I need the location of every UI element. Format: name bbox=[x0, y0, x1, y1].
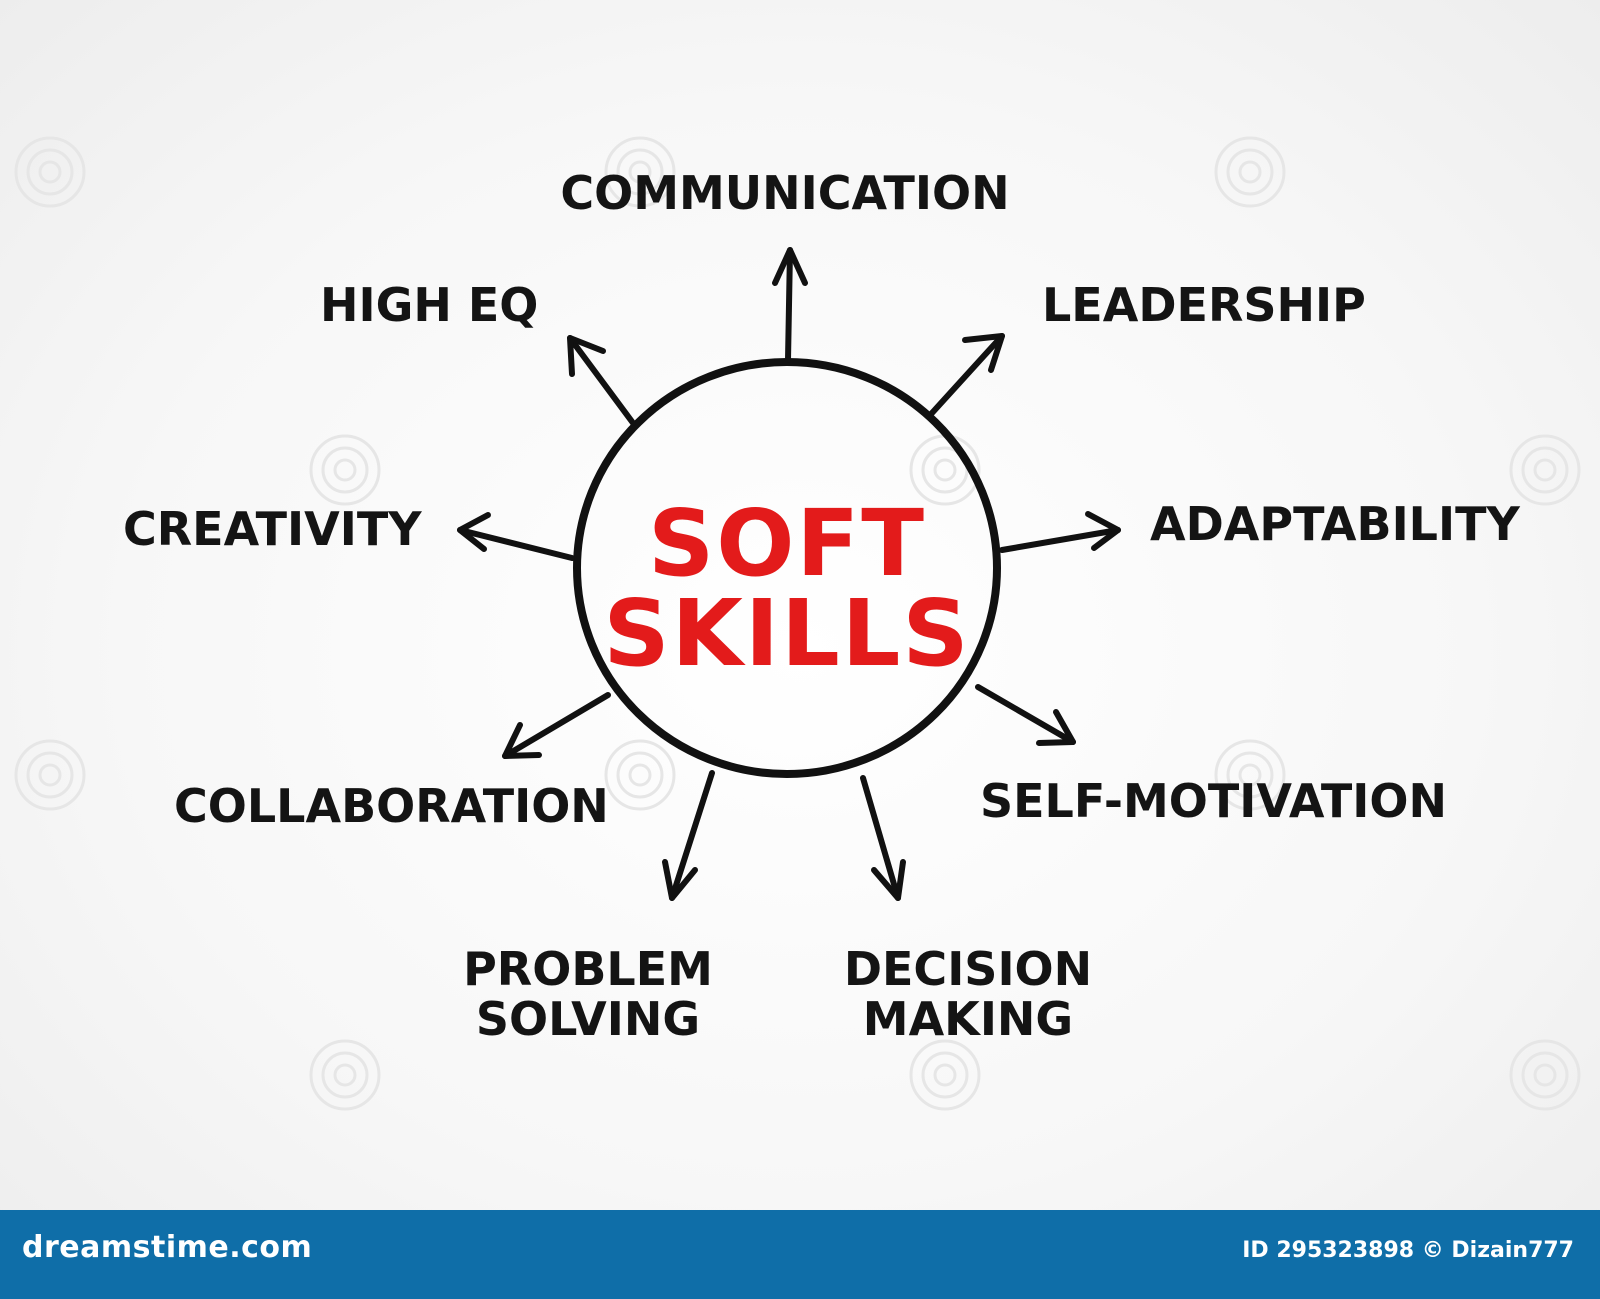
center-title-line1: SOFT bbox=[648, 490, 926, 597]
center-title-line2: SKILLS bbox=[603, 580, 970, 687]
label-leadership: LEADERSHIP bbox=[1042, 278, 1366, 332]
arrow-decision-making bbox=[860, 775, 906, 901]
arrow-leadership bbox=[929, 333, 1005, 416]
label-collaboration: COLLABORATION bbox=[174, 779, 609, 833]
label-communication: COMMUNICATION bbox=[560, 166, 1009, 220]
label-adaptability: ADAPTABILITY bbox=[1150, 497, 1520, 551]
label-problem-solving-line1: PROBLEM bbox=[463, 942, 713, 996]
footer-brand-logo[interactable]: dreamstime.com bbox=[22, 1230, 313, 1265]
footer-image-credit: ID 295323898 © Dizain777 bbox=[1242, 1238, 1574, 1263]
label-decision-making-line1: DECISION bbox=[844, 942, 1092, 996]
label-self-motivation: SELF-MOTIVATION bbox=[980, 774, 1447, 828]
arrow-problem-solving bbox=[662, 770, 715, 901]
soft-skills-mind-map: SOFT SKILLS COMMUNICATION LEADERSHIP HIG bbox=[14, 136, 1581, 1111]
arrow-collaboration bbox=[502, 692, 611, 759]
arrow-creativity bbox=[457, 512, 575, 561]
label-high-eq: HIGH EQ bbox=[320, 278, 538, 332]
arrow-self-motivation bbox=[975, 684, 1076, 746]
arrow-communication bbox=[772, 247, 808, 363]
label-creativity: CREATIVITY bbox=[123, 502, 422, 556]
footer-bar: dreamstime.com ID 295323898 © Dizain777 bbox=[0, 1210, 1600, 1299]
label-decision-making-line2: MAKING bbox=[863, 992, 1073, 1046]
watermark-pattern bbox=[14, 136, 1581, 1111]
label-problem-solving-line2: SOLVING bbox=[476, 992, 700, 1046]
arrow-high-eq bbox=[567, 335, 636, 426]
arrow-adaptability bbox=[999, 511, 1121, 553]
